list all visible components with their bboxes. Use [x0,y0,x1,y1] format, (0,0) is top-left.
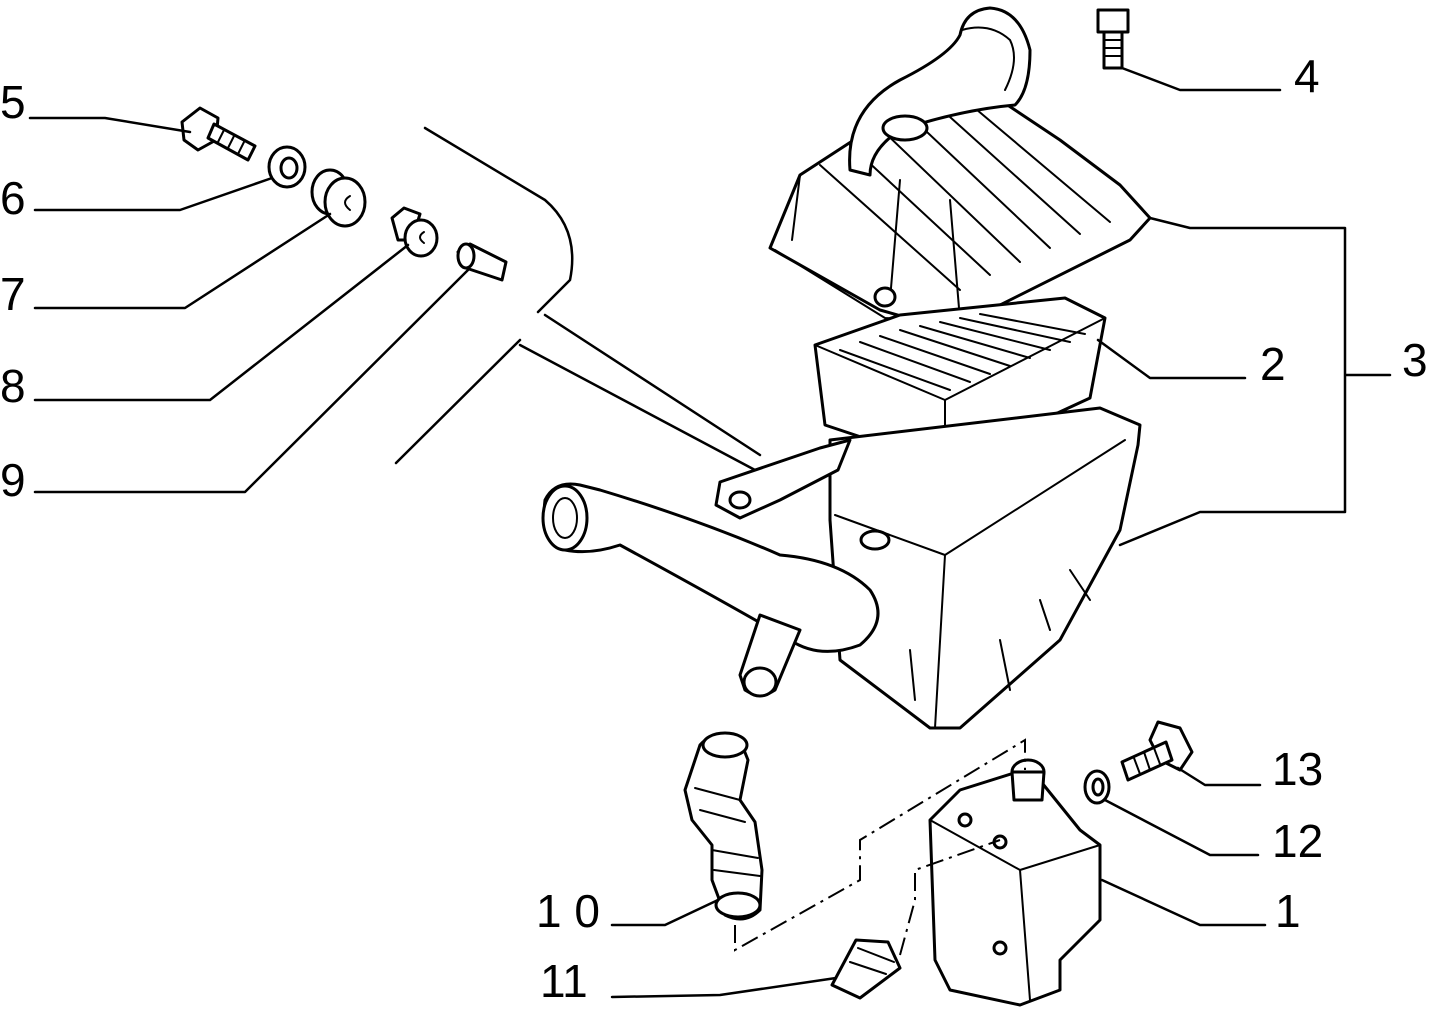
callout-10: 1 0 [536,885,600,937]
filter-housing [541,406,1142,730]
section-divider-line [394,126,574,465]
callout-11: 11 [540,955,588,1007]
bolt-part-5 [180,106,257,162]
callout-6: 6 [0,172,26,224]
bolt-part-13 [1120,720,1194,782]
filter-cover [768,6,1152,332]
callout-13: 13 [1272,743,1323,795]
callout-1: 1 [1275,885,1301,937]
leader-line-6 [33,176,274,212]
alignment-line-plug [899,839,1001,956]
alignment-line-lower [734,738,1026,952]
leader-line-1 [1100,878,1267,927]
callout-8: 8 [0,360,26,412]
leader-line-divider [518,313,762,472]
leader-line-2 [1096,338,1247,380]
leader-line-13 [1176,766,1262,787]
callout-3: 3 [1402,334,1428,386]
callout-4: 4 [1294,50,1320,102]
leader-line-7 [33,212,332,310]
callout-7: 7 [0,268,26,320]
callout-5: 5 [0,76,26,128]
bushing-part-8 [390,206,439,258]
washer-part-12 [1083,769,1111,805]
leader-line-3 [1118,216,1392,547]
leader-line-10 [610,898,720,927]
washer-part-6 [267,145,307,189]
leader-line-12 [1103,798,1260,857]
pin-part-9 [456,242,508,282]
callout-12: 12 [1272,815,1323,867]
hose-part-10 [683,731,764,921]
callout-2: 2 [1260,338,1286,390]
leader-line-5 [28,116,192,134]
plug-part-11 [830,938,902,1000]
leader-line-8 [33,243,410,402]
bolt-part-4 [1096,8,1130,70]
leader-line-4 [1120,66,1282,92]
separator-part-1 [928,758,1102,1007]
grommet-part-7 [310,168,367,228]
leader-line-11 [610,976,838,999]
callout-9: 9 [0,454,26,506]
leader-line-9 [33,268,470,494]
